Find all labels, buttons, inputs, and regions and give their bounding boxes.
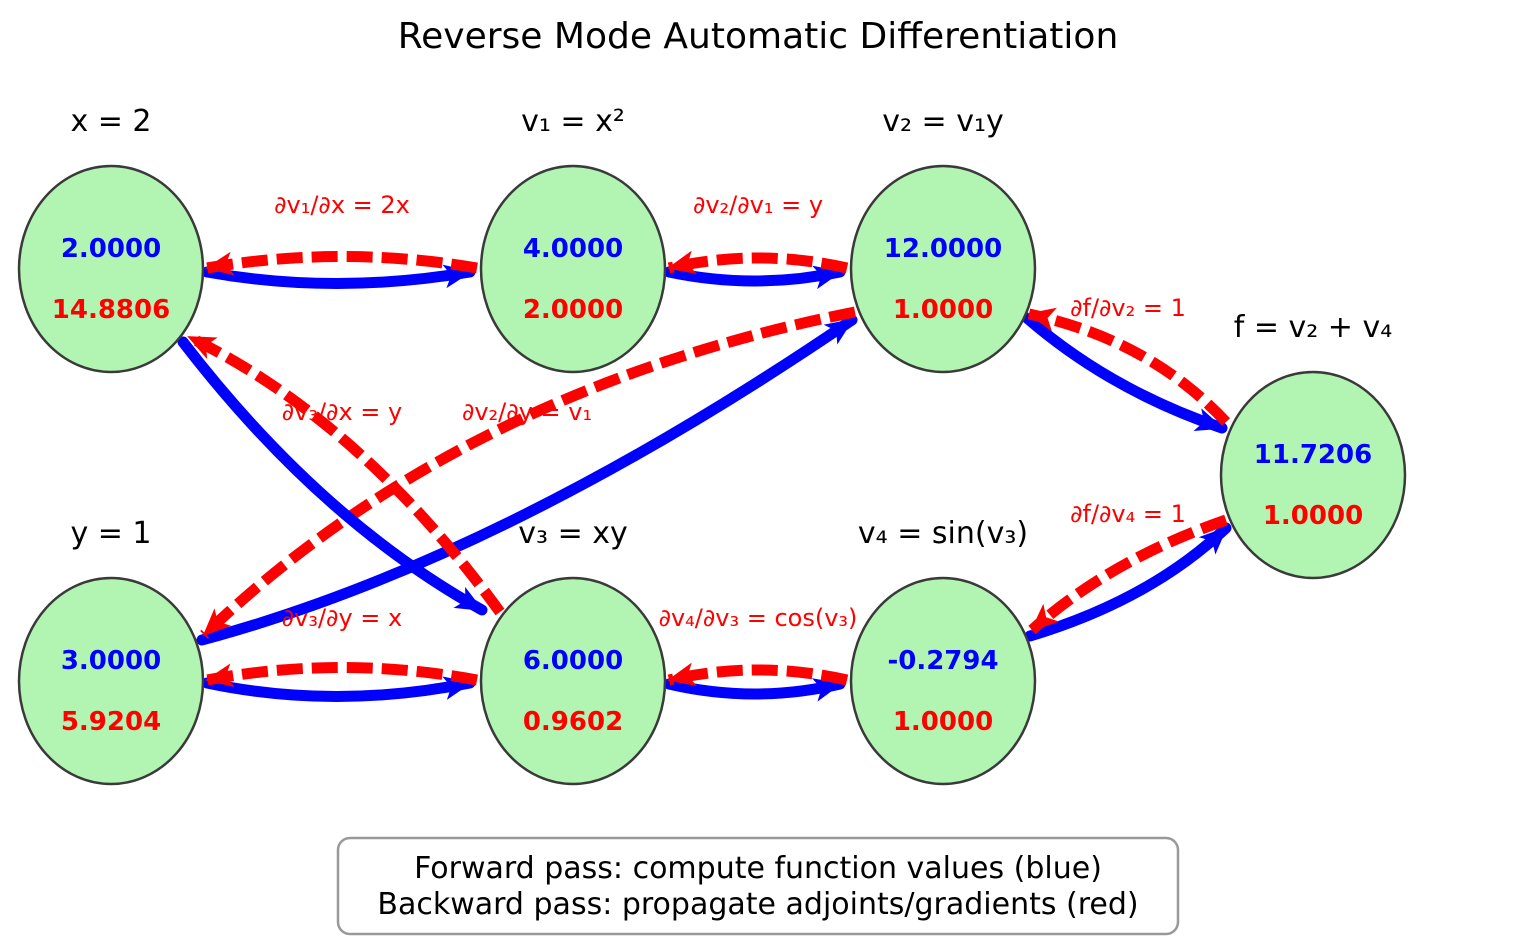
forward-edge-x-v1	[201, 264, 476, 289]
node-value-v2: 12.0000	[884, 234, 1002, 264]
node-ellipse-v2	[849, 164, 1037, 374]
node-adjoint-v1: 2.0000	[523, 295, 623, 325]
backward-edge-v1-v2	[667, 250, 849, 275]
legend-border	[336, 836, 1180, 936]
edge-label-v3-v4: ∂v₄/∂v₃ = cos(v₃)	[659, 604, 858, 632]
node-adjoint-y: 5.9204	[61, 707, 161, 737]
node-label-y: y = 1	[70, 516, 151, 551]
edge-label-layer: ∂v₁/∂x = 2x ∂v₂/∂v₁ = y ∂v₂/∂y = v₁ ∂v₃/∂x …	[274, 191, 1186, 632]
forward-edge-y-v2	[196, 314, 858, 646]
node-value-v4: -0.2794	[887, 646, 998, 676]
backward-edge-v4-f	[1028, 514, 1228, 635]
node-v2: v₂ = v₁y 12.0000 1.0000	[849, 104, 1037, 374]
node-label-v2: v₂ = v₁y	[882, 104, 1004, 139]
node-x: x = 2 2.0000 14.8806	[17, 104, 205, 374]
backward-edge-y-v2	[200, 306, 857, 639]
forward-edge-v3-v4	[663, 678, 846, 702]
legend-box: Forward pass: compute function values (b…	[336, 836, 1180, 936]
forward-edge-x-v3	[177, 336, 488, 616]
backward-edge-v3-v4	[667, 662, 849, 687]
node-v4: v₄ = sin(v₃) -0.2794 1.0000	[849, 516, 1037, 786]
node-label-x: x = 2	[70, 104, 151, 139]
node-f: f = v₂ + v₄ 11.7206 1.0000	[1219, 310, 1407, 580]
edge-layer	[177, 250, 1232, 702]
node-value-v3: 6.0000	[523, 646, 623, 676]
backward-edge-y-v3	[205, 662, 479, 688]
node-ellipse-v3	[479, 576, 667, 786]
node-ellipse-f	[1219, 370, 1407, 580]
node-label-v3: v₃ = xy	[518, 516, 628, 551]
diagram-title: Reverse Mode Automatic Differentiation	[398, 16, 1119, 57]
forward-edge-y-v3	[201, 676, 476, 702]
node-adjoint-x: 14.8806	[52, 295, 170, 325]
forward-edge-v1-v2	[663, 265, 846, 290]
node-value-x: 2.0000	[61, 234, 161, 264]
legend-backward-text: Backward pass: propagate adjoints/gradie…	[377, 887, 1138, 922]
edge-label-v1-v2: ∂v₂/∂v₁ = y	[693, 191, 823, 219]
node-label-v1: v₁ = x²	[521, 104, 625, 139]
node-y: y = 1 3.0000 5.9204	[17, 516, 205, 786]
node-label-v4: v₄ = sin(v₃)	[858, 516, 1028, 551]
node-layer: x = 2 2.0000 14.8806 v₁ = x² 4.0000 2.0000 v₂ …	[17, 104, 1407, 786]
node-adjoint-v3: 0.9602	[523, 707, 623, 737]
edge-label-y-v3: ∂v₃/∂y = x	[282, 604, 403, 632]
forward-edge-v4-f	[1024, 522, 1232, 642]
edge-label-v2-f: ∂f/∂v₂ = 1	[1070, 294, 1186, 322]
node-label-f: f = v₂ + v₄	[1234, 310, 1393, 345]
backward-edge-x-v3	[186, 332, 505, 616]
node-adjoint-v2: 1.0000	[893, 295, 993, 325]
node-adjoint-v4: 1.0000	[893, 707, 993, 737]
edge-label-y-v2: ∂v₂/∂y = v₁	[462, 398, 592, 426]
edge-label-x-v3: ∂v₃/∂x = y	[282, 398, 403, 426]
node-adjoint-f: 1.0000	[1263, 501, 1363, 531]
node-ellipse-y	[17, 576, 205, 786]
edge-label-x-v1: ∂v₁/∂x = 2x	[274, 191, 410, 219]
backward-edge-v2-f	[1027, 307, 1231, 426]
node-ellipse-v1	[479, 164, 667, 374]
backward-edge-x-v1	[205, 251, 478, 276]
node-v3: v₃ = xy 6.0000 0.9602	[479, 516, 667, 786]
node-v1: v₁ = x² 4.0000 2.0000	[479, 104, 667, 374]
node-value-f: 11.7206	[1254, 440, 1372, 470]
node-ellipse-x	[17, 164, 205, 374]
forward-edge-v2-f	[1021, 312, 1228, 434]
node-value-y: 3.0000	[61, 646, 161, 676]
legend-forward-text: Forward pass: compute function values (b…	[414, 851, 1102, 886]
node-value-v1: 4.0000	[523, 234, 623, 264]
node-ellipse-v4	[849, 576, 1037, 786]
edge-label-v4-f: ∂f/∂v₄ = 1	[1070, 500, 1186, 528]
